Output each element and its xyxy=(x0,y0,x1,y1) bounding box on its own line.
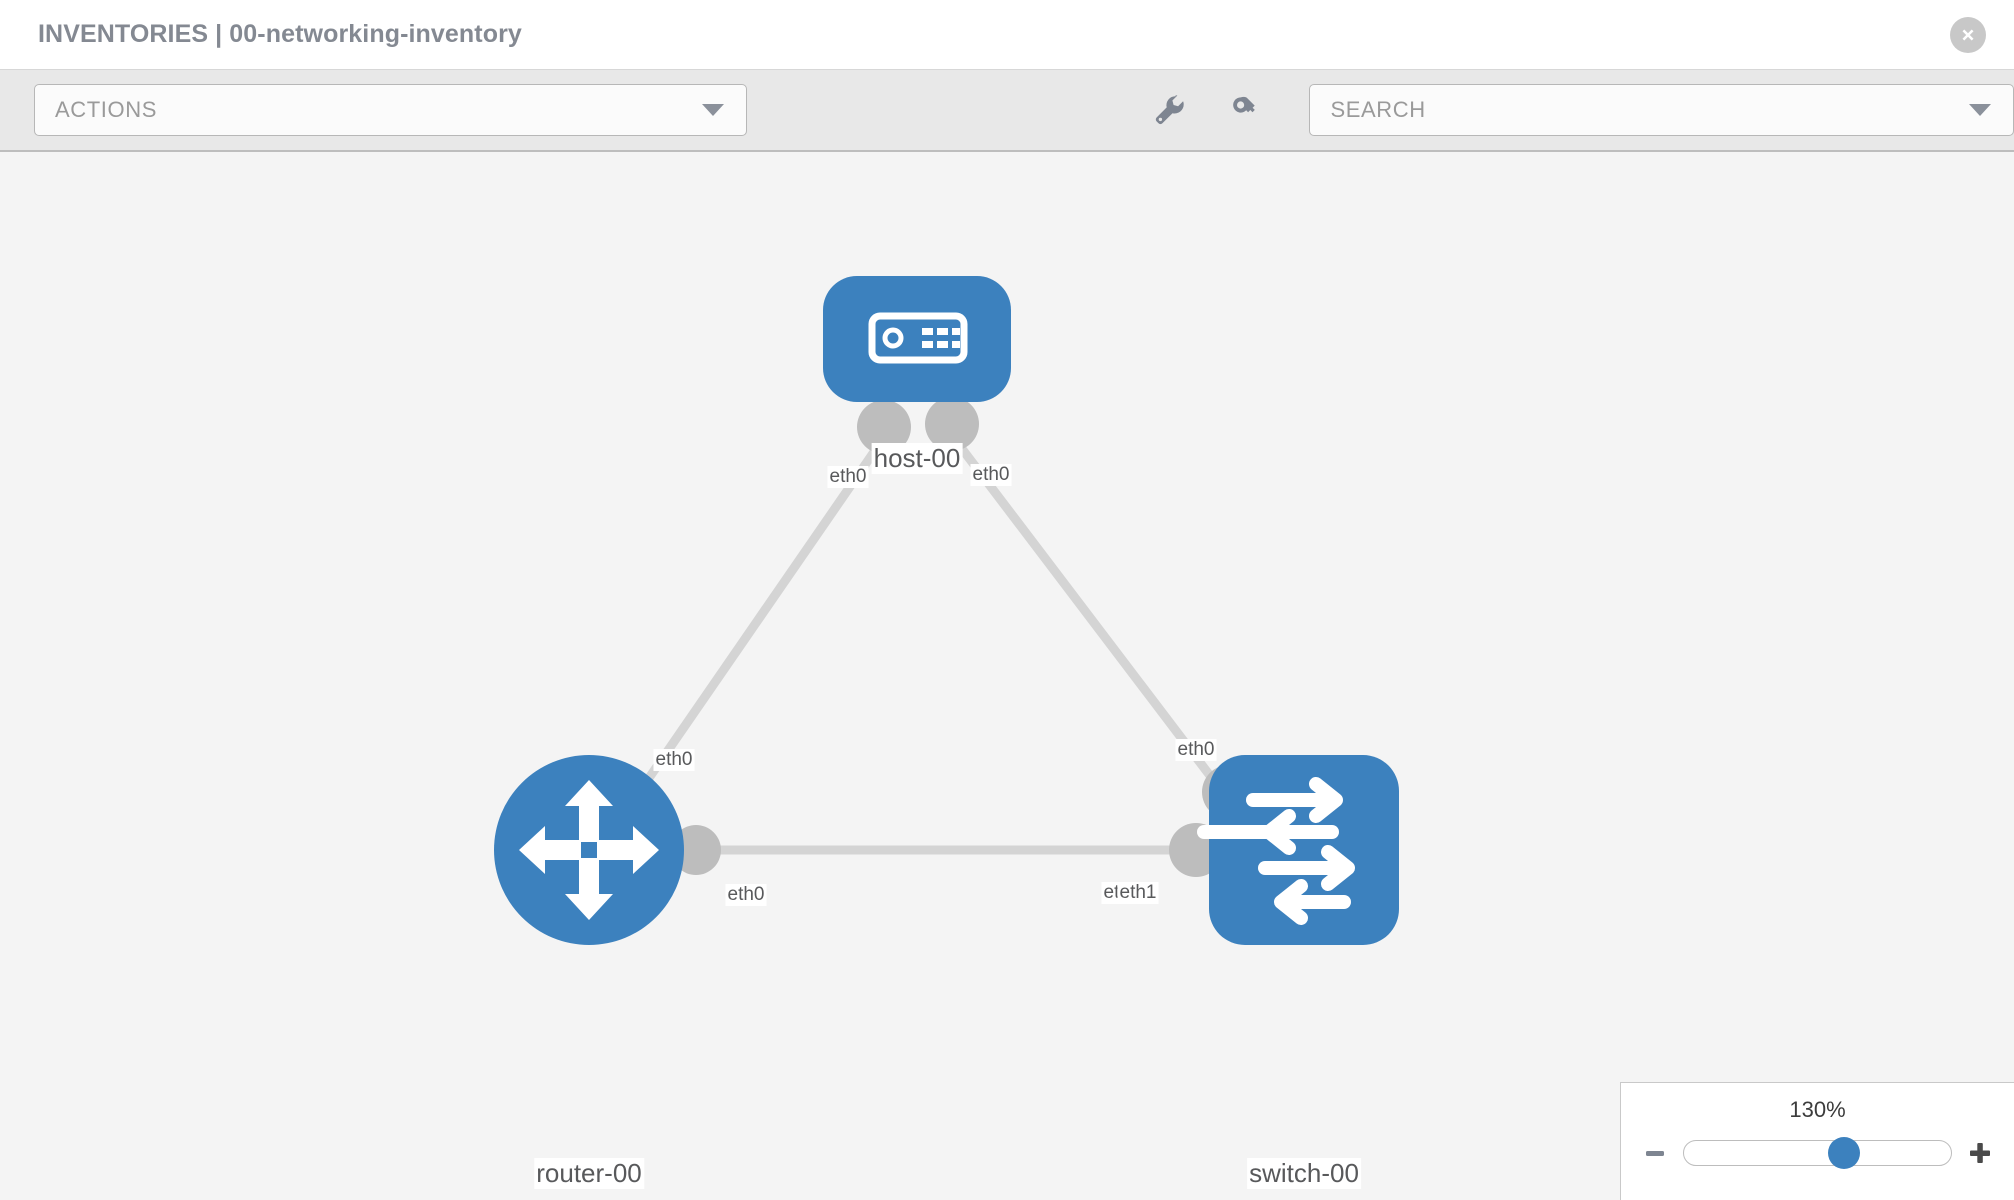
link-group xyxy=(616,430,1234,855)
iface-label: eth0 xyxy=(1175,739,1217,761)
close-icon[interactable] xyxy=(1950,16,1986,53)
key-icon[interactable] xyxy=(1223,88,1267,132)
zoom-slider[interactable] xyxy=(1683,1137,1952,1169)
router-icon xyxy=(519,780,659,920)
socket-group xyxy=(671,397,1256,877)
socket-host00-eth0-left[interactable] xyxy=(857,400,911,454)
switch-icon xyxy=(1197,777,1355,925)
minus-icon[interactable] xyxy=(1635,1133,1675,1173)
zoom-slider-row xyxy=(1621,1133,2014,1173)
search-placeholder: SEARCH xyxy=(1330,97,1426,122)
chevron-down-icon xyxy=(1969,104,1991,116)
zoom-level-value: 130% xyxy=(1789,1097,1846,1122)
wrench-icon[interactable] xyxy=(1147,88,1191,132)
node-switch-00[interactable] xyxy=(1197,755,1399,945)
search-input[interactable]: SEARCH xyxy=(1309,84,2014,136)
iface-label: eth0 xyxy=(970,464,1012,486)
node-label-switch-00: switch-00 xyxy=(1247,1158,1361,1189)
zoom-control-panel: 130% xyxy=(1620,1082,2014,1200)
server-icon xyxy=(868,312,968,364)
node-label-router-00: router-00 xyxy=(534,1158,644,1189)
toolbar-icon-group xyxy=(1147,88,1267,132)
topology-graph xyxy=(494,276,1399,945)
iface-label: eth0 xyxy=(827,466,869,488)
node-router-00[interactable] xyxy=(494,755,684,945)
topology-canvas[interactable]: eth0 eth0 eth0 eth0 eth0 eth0 eth1 host-… xyxy=(0,152,2014,1200)
iface-label: eth0 xyxy=(653,749,695,771)
actions-dropdown[interactable]: ACTIONS xyxy=(34,84,748,136)
iface-label: eth1 xyxy=(1117,882,1159,904)
plus-icon[interactable] xyxy=(1960,1133,2000,1173)
socket-router00-eth0[interactable] xyxy=(671,825,721,875)
zoom-slider-thumb[interactable] xyxy=(1828,1137,1861,1169)
node-label-host-00: host-00 xyxy=(871,443,963,474)
node-host-00[interactable] xyxy=(823,276,1011,402)
page-title: INVENTORIES | 00-networking-inventory xyxy=(38,20,522,48)
chevron-down-icon xyxy=(702,104,725,116)
socket-host00-eth0-right[interactable] xyxy=(925,397,979,451)
actions-dropdown-label: ACTIONS xyxy=(55,97,157,122)
page-header: INVENTORIES | 00-networking-inventory xyxy=(0,0,2014,70)
toolbar: ACTIONS xyxy=(0,70,2014,152)
iface-label: eth0 xyxy=(725,884,767,906)
